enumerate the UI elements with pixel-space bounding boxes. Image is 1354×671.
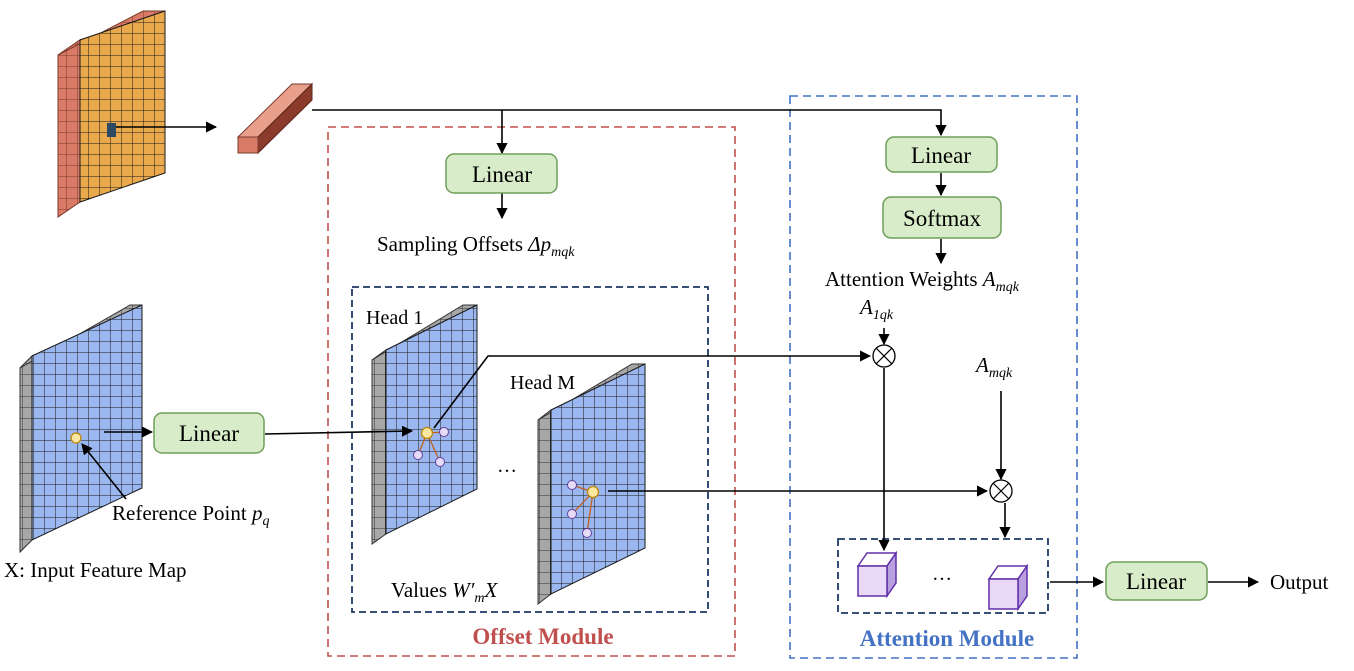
attention-module-box <box>789 95 1078 659</box>
input-linear-box: Linear <box>153 412 265 454</box>
amqk-label: Amqk <box>974 353 1013 381</box>
sample-point <box>582 528 592 538</box>
attention-linear-label: Linear <box>911 143 971 168</box>
attention-weights-label: Attention Weights Amqk <box>825 267 1020 295</box>
reference-point-dot <box>70 432 82 444</box>
multiply-icon <box>872 344 896 368</box>
offset-linear-box: Linear <box>445 153 558 194</box>
offset-module-title: Offset Module <box>472 624 613 649</box>
head-1-reference-point <box>420 426 434 440</box>
output-linear-label: Linear <box>1126 569 1186 594</box>
head-m-reference-point <box>586 485 600 499</box>
head-1-map <box>371 304 478 545</box>
cubes-box <box>837 538 1049 614</box>
softmax-box: Softmax <box>882 196 1002 239</box>
cubes-ellipsis: … <box>932 563 952 585</box>
offset-linear-label: Linear <box>472 162 532 187</box>
sample-point <box>435 457 445 467</box>
input-feature-map-label: X: Input Feature Map <box>4 558 187 582</box>
head-m-label: Head M <box>510 372 575 394</box>
sampling-offsets-label: Sampling Offsets Δpmqk <box>377 232 575 260</box>
output-label: Output <box>1270 570 1329 594</box>
attention-linear-box: Linear <box>885 136 998 173</box>
heads-box <box>351 286 709 613</box>
input-linear-label: Linear <box>179 421 239 446</box>
heads-ellipsis: … <box>497 455 517 477</box>
selected-cell <box>107 123 116 137</box>
orange-feature-map <box>57 10 166 218</box>
reference-point-label: Reference Point pq <box>112 501 269 529</box>
output-linear-box: Linear <box>1105 561 1208 601</box>
values-label: Values W′mX <box>391 578 498 606</box>
connectors <box>81 109 1260 588</box>
input-feature-map <box>19 304 143 554</box>
head-m-map <box>537 363 646 606</box>
sample-point <box>567 480 577 490</box>
query-token-bar <box>236 82 314 155</box>
sample-point <box>439 427 449 437</box>
a1qk-label: A1qk <box>858 295 894 323</box>
attention-module-title: Attention Module <box>860 626 1034 651</box>
output-cube-m <box>987 563 1029 612</box>
sample-point <box>567 509 577 519</box>
multiply-icon <box>989 479 1013 503</box>
sample-point <box>413 450 423 460</box>
head-1-label: Head 1 <box>366 307 423 329</box>
output-cube-1 <box>856 550 898 599</box>
softmax-label: Softmax <box>903 206 981 231</box>
